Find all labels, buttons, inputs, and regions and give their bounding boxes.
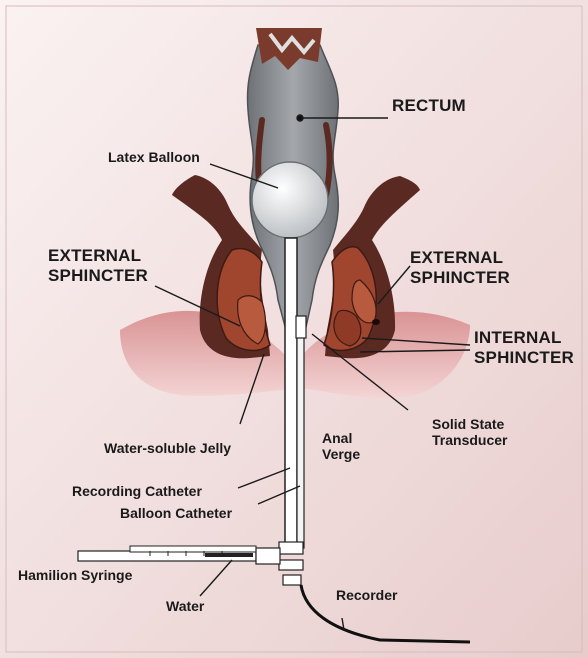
- recording-catheter: [285, 238, 297, 548]
- water-column: [205, 553, 253, 557]
- label-solid-state-transducer: Solid State Transducer: [432, 416, 507, 448]
- label-recorder: Recorder: [336, 587, 397, 603]
- label-internal-sphincter-line2: SPHINCTER: [474, 348, 574, 368]
- label-internal-sphincter: INTERNAL SPHINCTER: [474, 328, 574, 367]
- label-external-sphincter-right: EXTERNAL SPHINCTER: [410, 248, 510, 287]
- label-anal-verge-line2: Verge: [322, 446, 360, 462]
- leader-rectum-dot: [297, 115, 303, 121]
- label-recording-catheter: Recording Catheter: [72, 483, 202, 499]
- label-balloon-catheter: Balloon Catheter: [120, 505, 232, 521]
- syringe-hub: [256, 548, 280, 564]
- connector-block-3: [283, 575, 301, 585]
- label-hamilion-syringe: Hamilion Syringe: [18, 567, 132, 583]
- label-anal-verge-line1: Anal: [322, 430, 360, 446]
- label-external-sphincter-left-line2: SPHINCTER: [48, 266, 148, 286]
- label-internal-sphincter-line1: INTERNAL: [474, 328, 574, 348]
- sphincter-dot: [372, 319, 380, 325]
- label-external-sphincter-right-line1: EXTERNAL: [410, 248, 510, 268]
- label-solid-state-transducer-line2: Transducer: [432, 432, 507, 448]
- label-external-sphincter-left-line1: EXTERNAL: [48, 246, 148, 266]
- connector-block-1: [279, 542, 303, 554]
- latex-balloon: [252, 162, 328, 238]
- solid-state-transducer: [296, 316, 306, 338]
- label-rectum: RECTUM: [392, 96, 466, 116]
- label-water: Water: [166, 598, 204, 614]
- balloon-catheter: [297, 330, 304, 548]
- label-anal-verge: Anal Verge: [322, 430, 360, 462]
- label-solid-state-transducer-line1: Solid State: [432, 416, 507, 432]
- label-external-sphincter-right-line2: SPHINCTER: [410, 268, 510, 288]
- label-external-sphincter-left: EXTERNAL SPHINCTER: [48, 246, 148, 285]
- hamilion-syringe-plunger: [130, 546, 256, 552]
- connector-block-2: [279, 560, 303, 570]
- label-latex-balloon: Latex Balloon: [108, 149, 200, 165]
- label-water-soluble-jelly: Water-soluble Jelly: [104, 440, 231, 456]
